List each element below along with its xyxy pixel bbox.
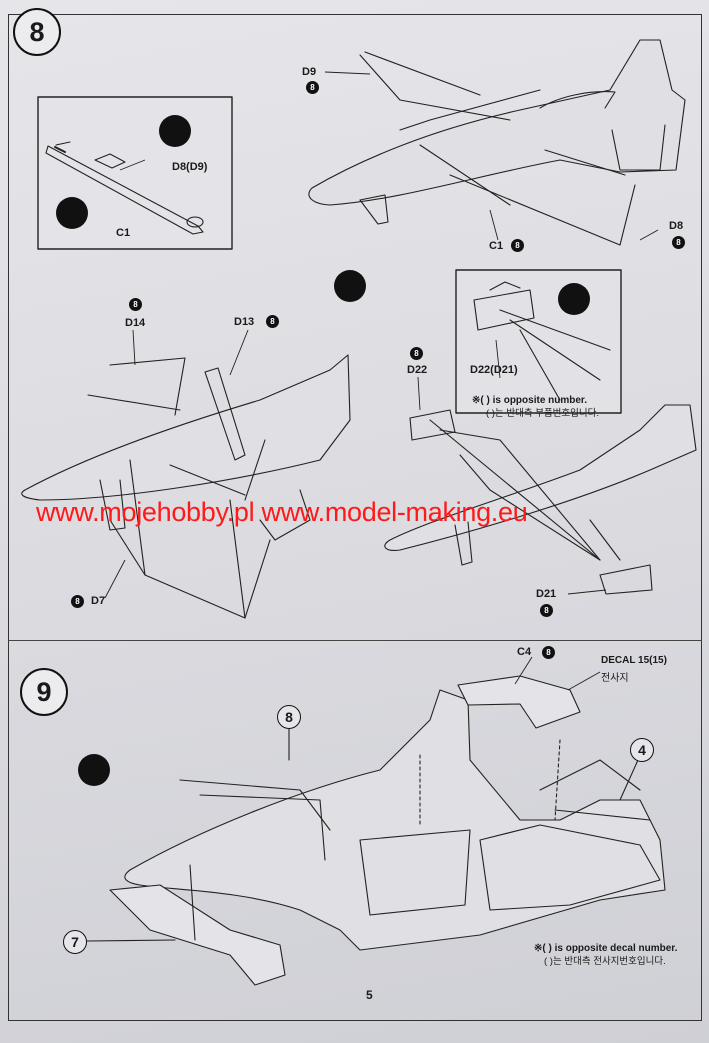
badge-mark: 8 — [511, 239, 524, 252]
step-divider — [8, 640, 702, 641]
reference-step-7: 7 — [63, 930, 87, 954]
page-number: 5 — [366, 988, 373, 1002]
no-glue-icon — [56, 197, 88, 229]
step-number-badge: 8 — [13, 8, 61, 56]
part-label-d8-d9: D8(D9) — [172, 161, 208, 173]
detail-inset-box-2 — [455, 269, 622, 414]
part-label-d22: D22 — [407, 364, 428, 376]
badge-mark: 8 — [542, 646, 555, 659]
badge-mark: 8 — [672, 236, 685, 249]
part-label-d14: D14 — [125, 317, 146, 329]
opposite-number-note: ※( ) is opposite number. ( )는 반대측 부품번호입니… — [472, 394, 599, 420]
badge-mark: 8 — [266, 315, 279, 328]
opposite-decal-note: ※( ) is opposite decal number. ( )는 반대측 … — [534, 942, 677, 968]
part-label-d13: D13 — [234, 316, 255, 328]
no-glue-icon — [558, 283, 590, 315]
step-number: 8 — [29, 16, 45, 47]
note-ko: ( )는 반대측 부품번호입니다. — [486, 408, 600, 419]
badge-mark: 8 — [129, 298, 142, 311]
badge-mark: 8 — [540, 604, 553, 617]
note-en: ※( ) is opposite decal number. — [534, 943, 678, 954]
part-label-d21: D21 — [536, 588, 557, 600]
decal-label-ko: 전사지 — [601, 673, 629, 684]
note-ko: ( )는 반대측 전사지번호입니다. — [544, 956, 666, 967]
badge-mark: 8 — [71, 595, 84, 608]
part-label-d22-d21: D22(D21) — [470, 364, 518, 376]
reference-step-4: 4 — [630, 738, 654, 762]
part-label-c4: C4 — [517, 646, 532, 658]
badge-mark: 8 — [306, 81, 319, 94]
watermark-text: www.mojehobby.pl www.model-making.eu — [36, 497, 528, 527]
badge-mark: 8 — [410, 347, 423, 360]
page-frame — [8, 14, 702, 1021]
part-label-d9: D9 — [302, 66, 317, 78]
glue-icon — [334, 270, 366, 302]
note-en: ※( ) is opposite number. — [472, 395, 588, 406]
part-label-c1: C1 — [489, 240, 504, 252]
glue-icon — [78, 754, 110, 786]
part-label-c1-inset: C1 — [116, 227, 131, 239]
part-label-d7: D7 — [91, 595, 106, 607]
part-label-d8: D8 — [669, 220, 684, 232]
step-number-badge: 9 — [20, 668, 68, 716]
step-number: 9 — [36, 676, 52, 707]
decal-label: DECAL 15(15) — [601, 655, 667, 666]
reference-step-8: 8 — [277, 705, 301, 729]
glue-icon — [159, 115, 191, 147]
